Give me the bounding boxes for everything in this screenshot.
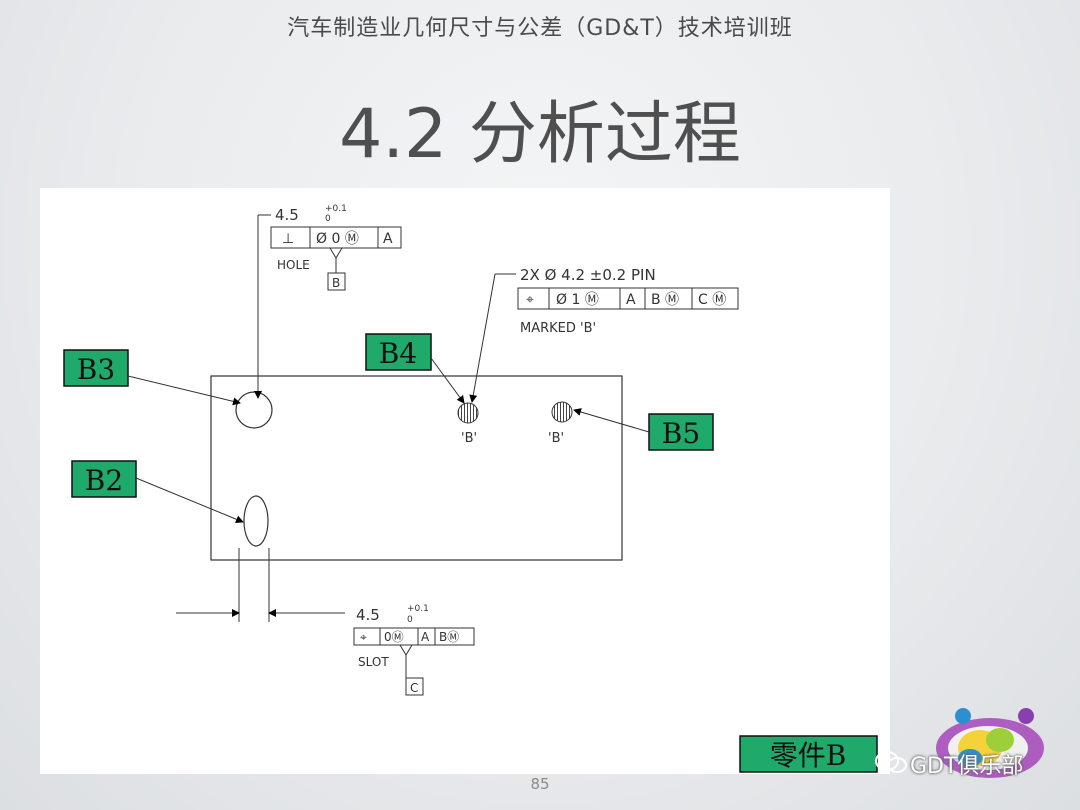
course-title: 汽车制造业几何尺寸与公差（GD&T）技术培训班 — [287, 16, 793, 41]
pin-feature — [457, 402, 479, 424]
slot-feature — [243, 495, 269, 547]
svg-text:A: A — [383, 231, 393, 247]
svg-text:A: A — [626, 292, 636, 308]
slot-upper-tol: +0.1 — [407, 604, 429, 614]
drawing-panel: 'B' 'B' 4.5 +0.1 0 ⊥ Ø 0 Ⓜ A HOLE B 2X Ø… — [40, 188, 890, 774]
pin-feature — [551, 401, 573, 423]
pin-mark: 'B' — [461, 431, 477, 446]
hole-size: 4.5 — [275, 206, 299, 224]
hole-fcf: ⊥ Ø 0 Ⓜ A — [270, 226, 402, 249]
svg-text:B5: B5 — [662, 417, 700, 450]
part-outline — [210, 375, 623, 561]
svg-text:零件B: 零件B — [770, 739, 847, 772]
svg-text:Ø 0 Ⓜ: Ø 0 Ⓜ — [316, 231, 359, 247]
watermark-text: GDT俱乐部 — [910, 754, 1024, 779]
label-b2: B2 — [71, 460, 137, 498]
svg-text:⌖: ⌖ — [526, 292, 534, 308]
hole-feature — [235, 391, 273, 429]
svg-text:0Ⓜ: 0Ⓜ — [384, 630, 404, 644]
svg-text:A: A — [421, 630, 430, 644]
pin-mark: 'B' — [548, 431, 564, 446]
slot-fcf: ⌖ 0Ⓜ A BⓂ — [353, 627, 475, 646]
label-b3: B3 — [63, 349, 129, 387]
pin-note: MARKED 'B' — [520, 321, 596, 336]
label-b5: B5 — [648, 413, 714, 451]
svg-text:⊥: ⊥ — [282, 231, 294, 247]
pin-fcf: ⌖ Ø 1 Ⓜ A B Ⓜ C Ⓜ — [517, 287, 739, 310]
hole-note: HOLE — [277, 258, 310, 272]
svg-text:B Ⓜ: B Ⓜ — [651, 292, 679, 308]
svg-text:B3: B3 — [77, 353, 115, 386]
svg-text:BⓂ: BⓂ — [439, 630, 459, 644]
hole-upper-tol: +0.1 — [325, 204, 347, 214]
svg-text:⌖: ⌖ — [360, 630, 367, 644]
wechat-icon — [875, 751, 907, 773]
hole-datum: B — [332, 276, 340, 290]
svg-text:C Ⓜ: C Ⓜ — [698, 292, 726, 308]
svg-text:B4: B4 — [379, 337, 417, 370]
label-part: 零件B — [739, 735, 878, 773]
slot-lower-tol: 0 — [407, 615, 413, 625]
slot-datum: C — [410, 681, 418, 695]
svg-text:Ø 1 Ⓜ: Ø 1 Ⓜ — [556, 292, 599, 308]
gdt-club-logo-icon — [936, 708, 1044, 778]
pin-spec: 2X Ø 4.2 ±0.2 PIN — [520, 266, 656, 284]
hole-lower-tol: 0 — [325, 214, 331, 224]
page-number: 85 — [530, 775, 550, 793]
label-b4: B4 — [365, 333, 432, 371]
svg-text:B2: B2 — [85, 464, 123, 497]
slot-note: SLOT — [358, 655, 389, 669]
slot-size: 4.5 — [356, 606, 380, 624]
engineering-drawing: 'B' 'B' 4.5 +0.1 0 ⊥ Ø 0 Ⓜ A HOLE B 2X Ø… — [63, 204, 878, 773]
slide-title: 4.2 分析过程 — [339, 95, 741, 174]
